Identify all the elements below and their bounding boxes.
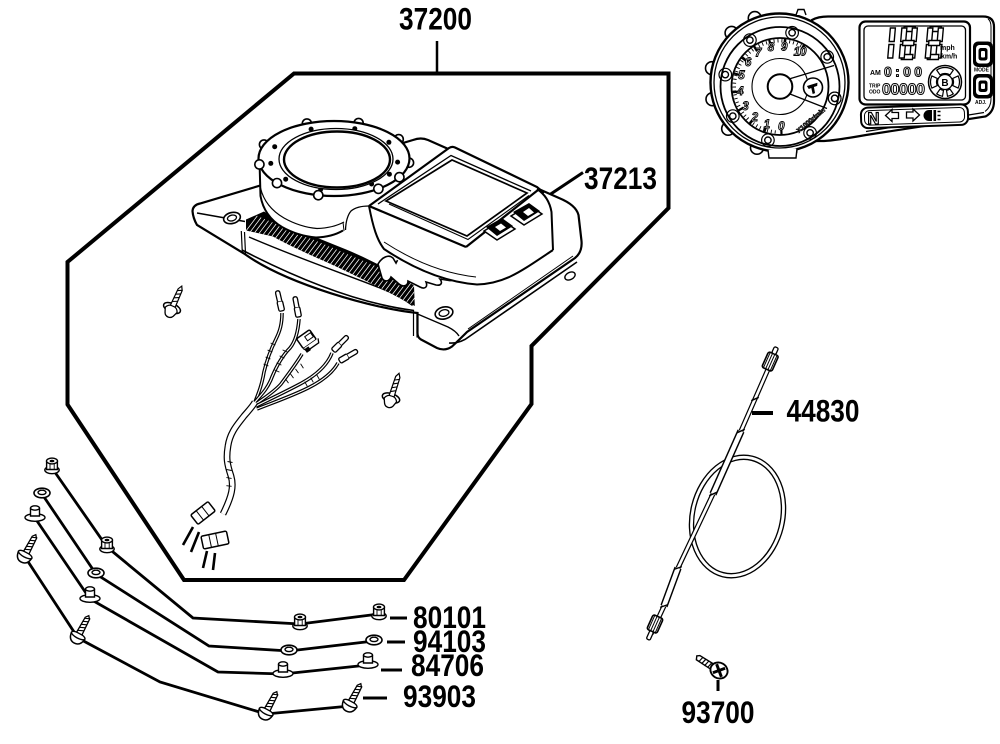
- svg-text:00000: 00000: [882, 82, 925, 99]
- svg-text:mph: mph: [940, 45, 955, 52]
- svg-text:N: N: [868, 110, 880, 128]
- svg-text:4: 4: [736, 86, 744, 98]
- svg-text:ADJ.: ADJ.: [975, 100, 987, 106]
- svg-text:MODE: MODE: [974, 68, 990, 74]
- svg-text:44830: 44830: [787, 393, 860, 429]
- svg-text:B: B: [941, 78, 948, 89]
- svg-text:37200: 37200: [399, 1, 472, 37]
- svg-text:5: 5: [738, 70, 745, 82]
- svg-text:7: 7: [755, 48, 762, 60]
- svg-text:3: 3: [742, 101, 749, 113]
- svg-text:93700: 93700: [682, 694, 755, 730]
- svg-text:37213: 37213: [584, 160, 657, 196]
- svg-text:93903: 93903: [403, 678, 476, 714]
- svg-text:2: 2: [751, 112, 759, 124]
- svg-text:km/h: km/h: [941, 54, 957, 61]
- svg-text:10: 10: [794, 47, 807, 59]
- svg-text:6: 6: [745, 57, 752, 69]
- svg-text:9: 9: [781, 41, 788, 53]
- svg-text:0:00: 0:00: [884, 64, 922, 80]
- svg-text:0: 0: [778, 121, 785, 133]
- svg-text:AM: AM: [870, 70, 881, 77]
- svg-text:ODO: ODO: [869, 90, 881, 96]
- svg-text:1: 1: [764, 119, 770, 131]
- svg-text:8: 8: [768, 42, 775, 54]
